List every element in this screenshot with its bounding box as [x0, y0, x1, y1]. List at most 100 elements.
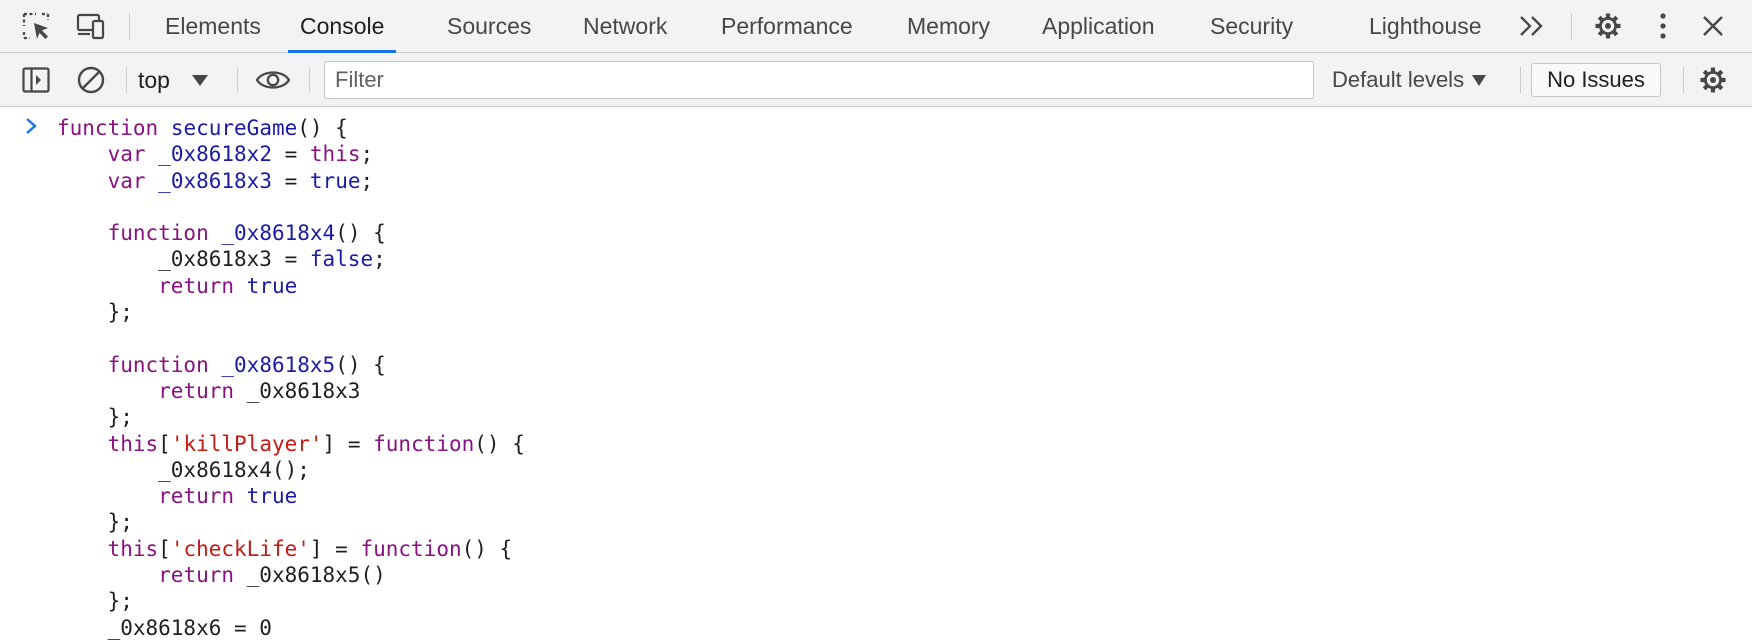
console-code-line: var _0x8618x2 = this;	[57, 141, 525, 167]
console-code-line: function _0x8618x4() {	[57, 220, 525, 246]
console-output[interactable]: function secureGame() { var _0x8618x2 = …	[0, 107, 1752, 640]
code-token: () {	[297, 116, 348, 140]
issues-button-label: No Issues	[1547, 67, 1645, 92]
tab-lighthouse[interactable]: Lighthouse	[1369, 13, 1482, 39]
code-token	[57, 274, 158, 298]
code-token: return	[158, 563, 235, 588]
device-toolbar-icon[interactable]	[73, 8, 109, 44]
code-token: 'checkLife'	[170, 536, 310, 561]
tab-memory[interactable]: Memory	[907, 13, 991, 39]
toolbar-divider	[126, 67, 127, 93]
code-token: function	[57, 116, 159, 140]
console-code-line: ​	[57, 325, 525, 351]
kebab-menu-icon[interactable]	[1645, 8, 1681, 44]
code-token	[57, 142, 108, 166]
code-token: _0x8618x4	[221, 221, 336, 246]
code-token: _0x8618x5()	[234, 563, 386, 588]
code-token	[209, 353, 222, 377]
console-settings-gear-icon[interactable]	[1695, 62, 1731, 98]
code-token: true	[246, 273, 298, 298]
code-token: function	[373, 431, 475, 456]
code-token	[57, 221, 108, 245]
console-toolbar: top Default levels No Issues	[0, 53, 1752, 107]
eye-icon[interactable]	[255, 62, 291, 98]
tab-application[interactable]: Application	[1042, 13, 1155, 39]
code-token	[57, 432, 108, 456]
code-token	[234, 274, 247, 298]
console-code-line: };	[57, 404, 525, 430]
code-token: secureGame	[170, 116, 298, 140]
code-token: =	[271, 142, 310, 167]
filter-input[interactable]	[324, 61, 1314, 99]
code-token: [	[158, 536, 171, 561]
code-token	[146, 169, 159, 193]
code-token: };	[57, 510, 133, 535]
code-token: () {	[461, 536, 513, 561]
console-code-block: function secureGame() { var _0x8618x2 = …	[57, 115, 525, 641]
code-token: };	[57, 405, 133, 430]
console-code-line: return _0x8618x3	[57, 378, 525, 404]
context-selector[interactable]: top	[138, 62, 208, 98]
code-token: return	[158, 484, 235, 509]
tab-elements[interactable]: Elements	[165, 13, 261, 39]
toolbar-divider	[1520, 67, 1521, 93]
dropdown-caret-icon	[1472, 74, 1487, 86]
code-token	[234, 484, 247, 508]
clear-console-icon[interactable]	[73, 62, 109, 98]
code-token	[209, 221, 222, 245]
gear-icon[interactable]	[1590, 8, 1626, 44]
code-token: () {	[335, 221, 386, 246]
code-token: _0x8618x4();	[57, 457, 310, 482]
code-token: true	[246, 484, 298, 509]
code-token	[57, 379, 158, 403]
code-token: ] =	[322, 431, 374, 456]
code-token: this	[107, 431, 159, 456]
toolbar-divider	[309, 67, 310, 93]
console-code-line: };	[57, 299, 525, 325]
code-token: _0x8618x3	[158, 168, 272, 193]
code-token: function	[107, 352, 209, 377]
sidebar-toggle-icon[interactable]	[18, 62, 54, 98]
code-token	[57, 484, 158, 508]
code-token: _0x8618x2	[158, 142, 272, 167]
tab-network[interactable]: Network	[583, 13, 668, 39]
code-token	[57, 353, 108, 377]
console-code-line: this['checkLife'] = function() {	[57, 536, 525, 562]
code-token: () {	[474, 431, 525, 456]
tab-sources[interactable]: Sources	[447, 13, 532, 39]
log-levels-dropdown[interactable]: Default levels	[1332, 62, 1487, 98]
code-token	[146, 142, 159, 166]
code-token: function	[360, 536, 462, 561]
issues-button[interactable]: No Issues	[1531, 63, 1661, 97]
code-token: false	[309, 247, 374, 272]
code-token: };	[57, 589, 133, 614]
code-token: var	[107, 168, 146, 193]
inspect-element-icon[interactable]	[18, 8, 54, 44]
code-token: ] =	[309, 536, 361, 561]
code-token: return	[158, 273, 235, 298]
console-code-line: _0x8618x3 = false;	[57, 246, 525, 272]
chevron-double-right-icon[interactable]	[1514, 8, 1550, 44]
toolbar-divider	[129, 13, 130, 40]
console-code-line: _0x8618x4();	[57, 457, 525, 483]
code-token: this	[107, 536, 159, 561]
context-selector-label: top	[138, 66, 170, 93]
code-token: return	[158, 378, 235, 403]
close-icon[interactable]	[1695, 8, 1731, 44]
tab-console[interactable]: Console	[288, 0, 397, 53]
code-token: =	[271, 168, 310, 193]
console-code-line: return _0x8618x5()	[57, 562, 525, 588]
tab-security[interactable]: Security	[1210, 13, 1294, 39]
code-token: [	[158, 431, 171, 456]
tab-performance[interactable]: Performance	[721, 13, 853, 39]
toolbar-divider	[1571, 13, 1572, 40]
code-token: ;	[360, 142, 374, 167]
console-code-line: this['killPlayer'] = function() {	[57, 431, 525, 457]
code-token	[57, 537, 108, 561]
code-token	[158, 116, 171, 140]
console-code-line: function _0x8618x5() {	[57, 352, 525, 378]
code-token	[57, 169, 108, 193]
console-code-line: _0x8618x6 = 0	[57, 615, 525, 641]
code-token: _0x8618x3 =	[57, 247, 310, 272]
